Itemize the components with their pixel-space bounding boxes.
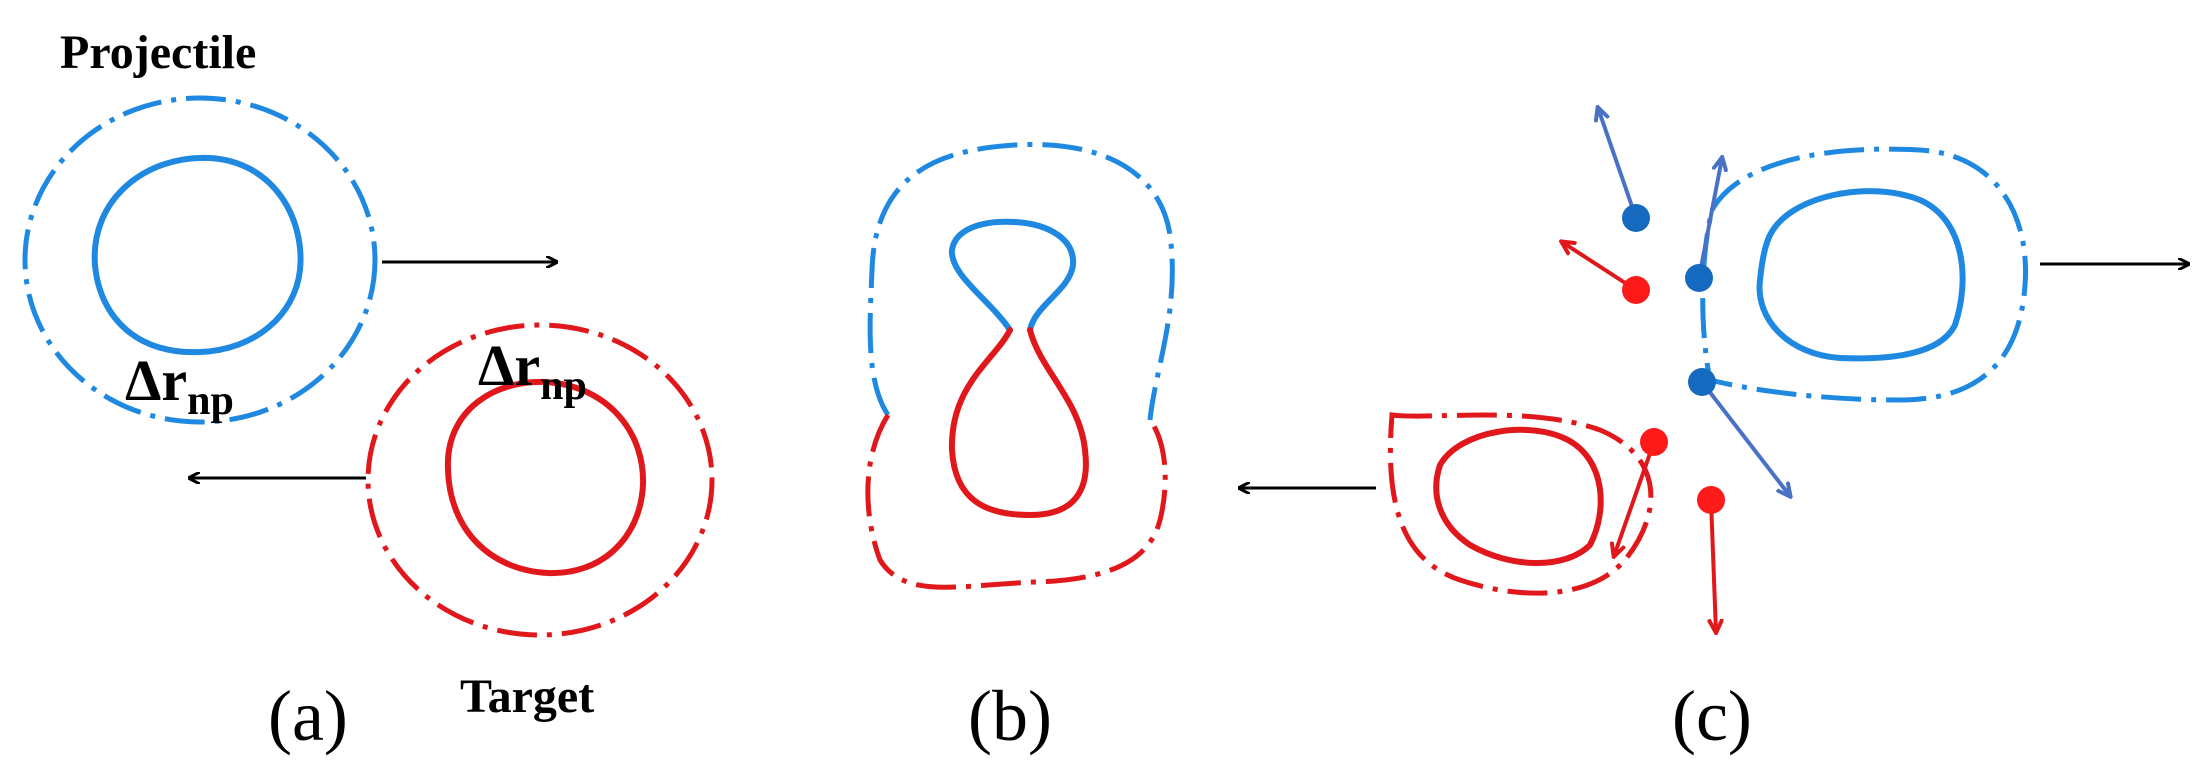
nucleon-velocity-arrow — [1598, 108, 1638, 219]
emitted-proton — [1640, 428, 1668, 456]
panel-label-a: (a) — [268, 676, 348, 756]
nucleon-velocity-arrow — [1700, 380, 1790, 496]
emitted-neutron — [1622, 204, 1650, 232]
panel-c: (c) — [1240, 108, 2188, 756]
panel-label-c: (c) — [1672, 676, 1752, 756]
emitted-proton — [1697, 486, 1725, 514]
target-fragment-outer-boundary — [1387, 412, 1654, 596]
target-label: Target — [460, 670, 594, 723]
merged-core-blue — [949, 218, 1077, 333]
projectile-outer-boundary — [22, 95, 378, 425]
nucleon-velocity-arrow — [1711, 499, 1716, 632]
delta-r-label-projectile: Δrnp — [125, 348, 234, 424]
projectile-fragment-outer-boundary — [1700, 146, 2029, 403]
projectile-core — [91, 154, 304, 356]
panel-a: Projectile Δrnp Δrnp Target (a) — [22, 26, 715, 756]
merged-outer-boundary-blue — [867, 141, 1175, 421]
emitted-proton — [1622, 276, 1650, 304]
target-outer-boundary — [365, 322, 715, 638]
delta-r-label-target: Δrnp — [478, 333, 587, 409]
nucleon-velocity-arrow — [1614, 441, 1656, 556]
panel-label-b: (b) — [968, 676, 1052, 756]
emitted-neutron — [1685, 264, 1713, 292]
merged-core-red — [948, 327, 1089, 518]
emitted-neutron — [1688, 368, 1716, 396]
panel-b: (b) — [865, 141, 1175, 756]
nucleon-velocity-arrow — [1562, 242, 1638, 292]
projectile-label: Projectile — [60, 26, 256, 79]
target-core — [444, 378, 647, 577]
merged-outer-boundary-red — [865, 413, 1168, 590]
target-fragment-core — [1433, 426, 1604, 566]
nucleon-velocity-arrow — [1697, 158, 1722, 279]
projectile-fragment-core — [1756, 188, 1966, 362]
